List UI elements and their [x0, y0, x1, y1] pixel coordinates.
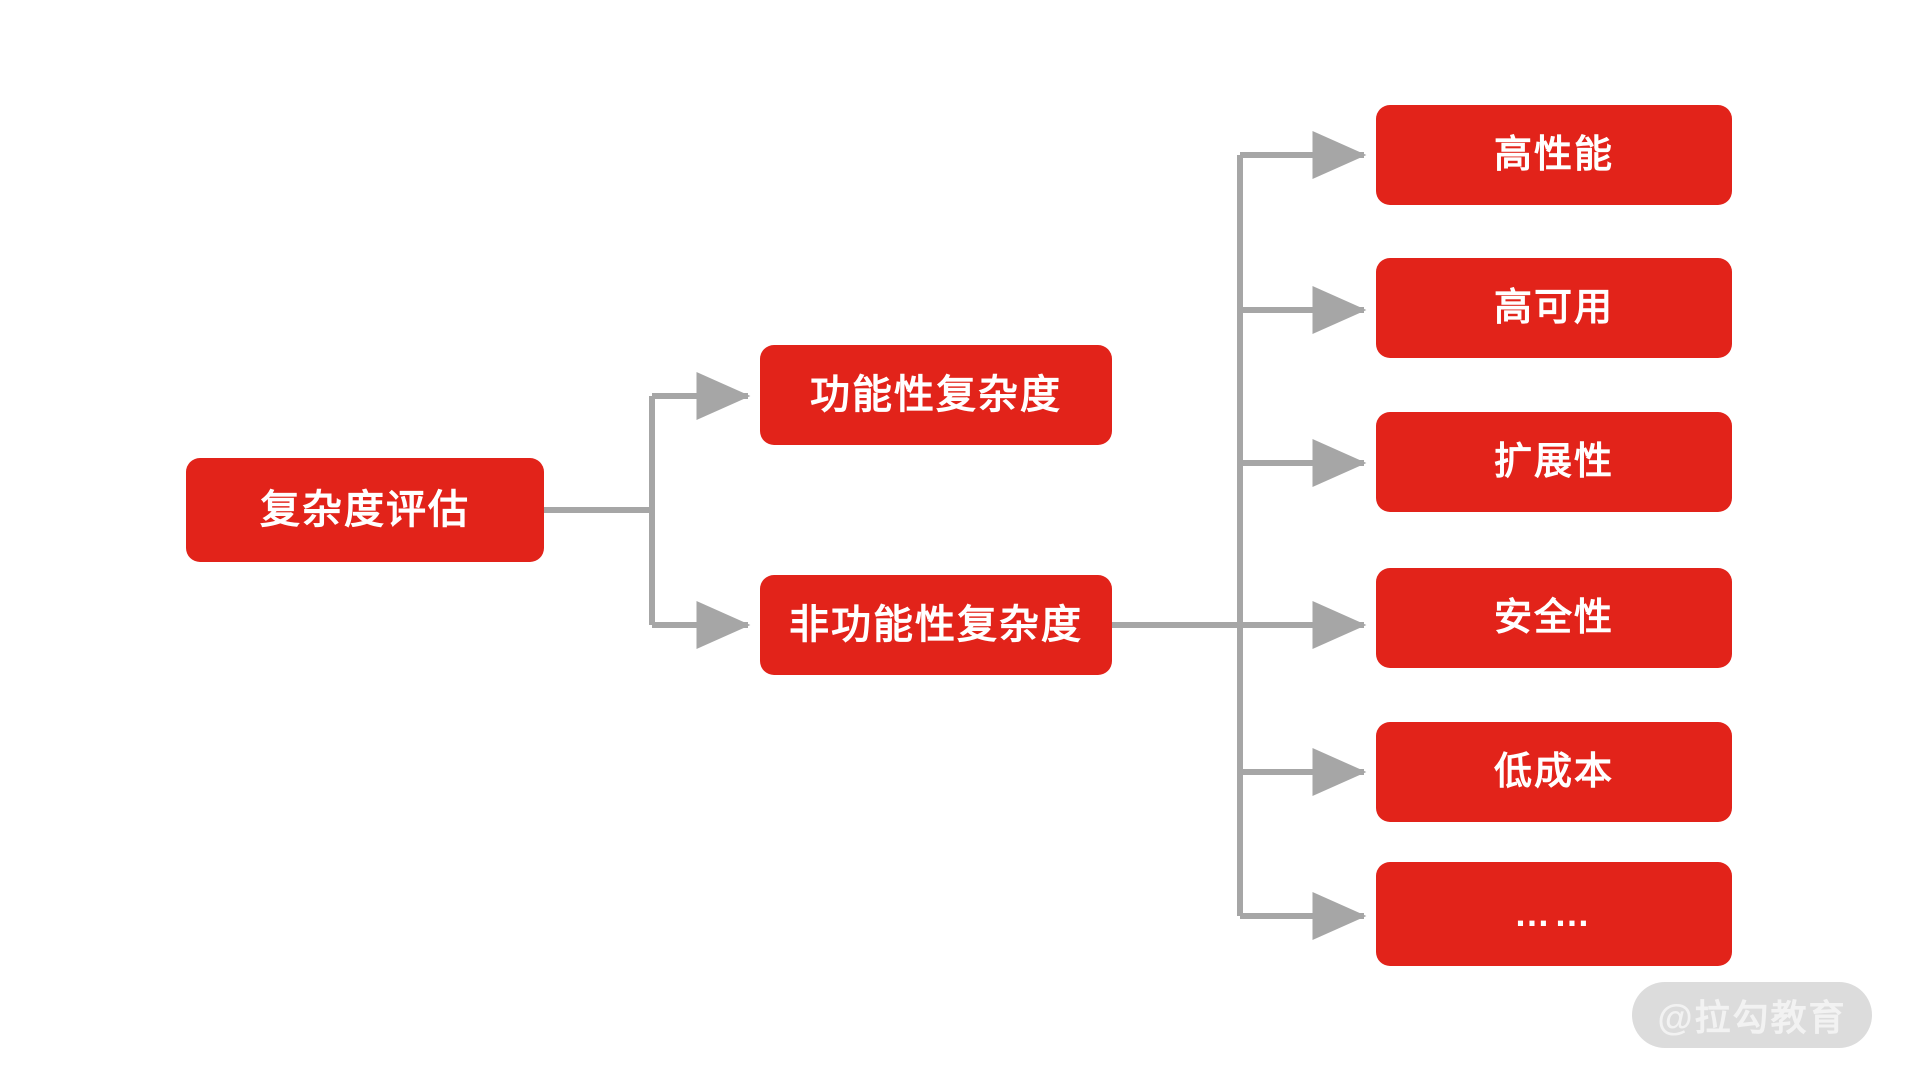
node-label: 非功能性复杂度: [789, 603, 1083, 647]
node-complexity-assessment[interactable]: 复杂度评估: [186, 458, 544, 562]
node-high-performance[interactable]: 高性能: [1376, 105, 1732, 205]
node-label: 功能性复杂度: [810, 373, 1062, 417]
node-nonfunctional-complexity[interactable]: 非功能性复杂度: [760, 575, 1112, 675]
connectors-root-to-level2: [544, 372, 751, 649]
node-high-availability[interactable]: 高可用: [1376, 258, 1732, 358]
node-others[interactable]: ……: [1376, 862, 1732, 966]
node-label: 复杂度评估: [260, 488, 470, 532]
node-label: ……: [1514, 893, 1594, 934]
node-label: 扩展性: [1493, 441, 1614, 483]
node-functional-complexity[interactable]: 功能性复杂度: [760, 345, 1112, 445]
watermark-badge: @拉勾教育: [1632, 982, 1872, 1048]
node-scalability[interactable]: 扩展性: [1376, 412, 1732, 512]
node-label: 高性能: [1493, 134, 1614, 176]
node-label: 安全性: [1493, 597, 1614, 639]
node-low-cost[interactable]: 低成本: [1376, 722, 1732, 822]
node-label: 低成本: [1493, 751, 1614, 793]
node-security[interactable]: 安全性: [1376, 568, 1732, 668]
node-label: 高可用: [1493, 287, 1614, 329]
watermark-label: @拉勾教育: [1657, 997, 1847, 1038]
connectors-level2-to-leaves: [1112, 131, 1367, 940]
